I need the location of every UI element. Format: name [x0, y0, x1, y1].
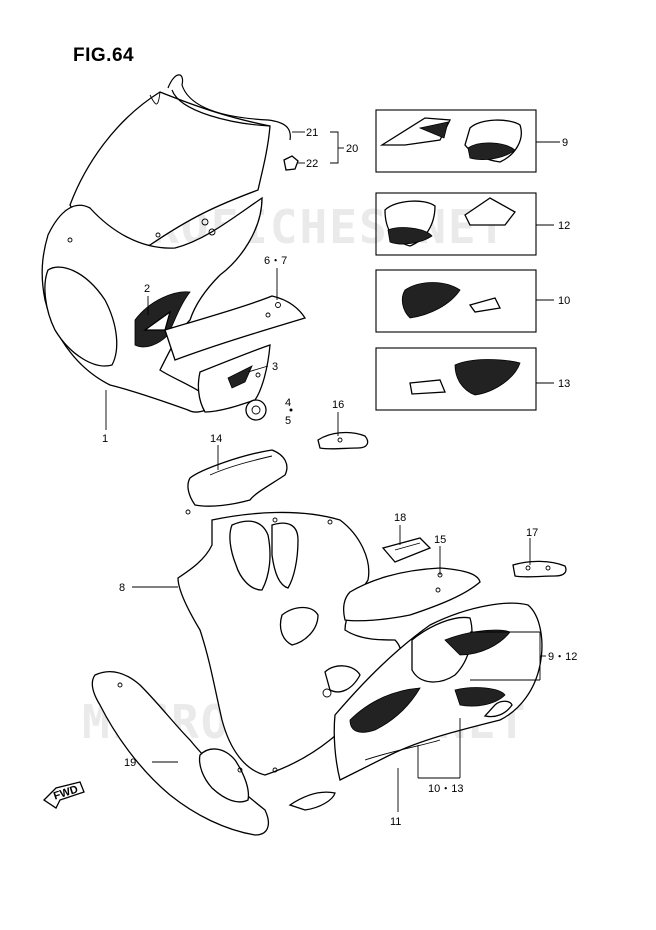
callout-14: 14	[210, 433, 222, 445]
callout-21: 21	[306, 127, 318, 139]
callout-8: 8	[119, 582, 125, 594]
callout-20: 20	[346, 143, 358, 155]
fwd-label: FWD	[52, 783, 80, 802]
inner-panel-part-6-7	[164, 295, 307, 361]
leader-lines	[105, 131, 560, 812]
callout-17: 17	[526, 527, 538, 539]
under-cowl-part-19	[91, 671, 278, 836]
callout-13: 13	[558, 378, 570, 390]
callout-9: 9	[562, 137, 568, 149]
figure-title: FIG.64	[73, 45, 135, 66]
callout-10-13: 10・13	[428, 783, 463, 795]
pad-part-18	[381, 537, 432, 563]
callout-3: 3	[272, 361, 278, 373]
callout-12: 12	[558, 220, 570, 232]
callout-labels: 21 22 20 9 12 10 13 2 6・7 3 4 5 1 16 14 …	[102, 127, 577, 828]
side-cowl-part-11	[288, 602, 543, 811]
bracket-part-16	[317, 431, 369, 450]
callout-18: 18	[394, 512, 406, 524]
forward-arrow-icon: FWD	[42, 781, 85, 809]
callout-16: 16	[332, 399, 344, 411]
callout-5: 5	[285, 415, 291, 427]
callout-1: 1	[102, 433, 108, 445]
screen-trim-part-21	[167, 74, 291, 141]
duct-part-14	[185, 449, 288, 515]
decal-box-13	[375, 347, 537, 411]
bracket-part-17	[512, 560, 567, 578]
decal-box-9	[375, 109, 537, 173]
grommet-part-4	[245, 399, 293, 421]
callout-10: 10	[558, 295, 570, 307]
inner-lower-panel-part-15	[343, 567, 481, 622]
callout-4: 4	[285, 397, 291, 409]
callout-9-12: 9・12	[548, 651, 577, 663]
callout-19: 19	[124, 757, 136, 769]
callout-15: 15	[434, 534, 446, 546]
callout-11: 11	[390, 816, 401, 828]
screen-nut-part-22	[283, 155, 299, 171]
callout-6-7: 6・7	[264, 255, 287, 267]
callout-22: 22	[306, 158, 318, 170]
decal-box-12	[375, 192, 537, 256]
fairing-decal-part-2	[134, 291, 191, 348]
callout-2: 2	[144, 283, 150, 295]
decal-box-10	[375, 269, 537, 333]
